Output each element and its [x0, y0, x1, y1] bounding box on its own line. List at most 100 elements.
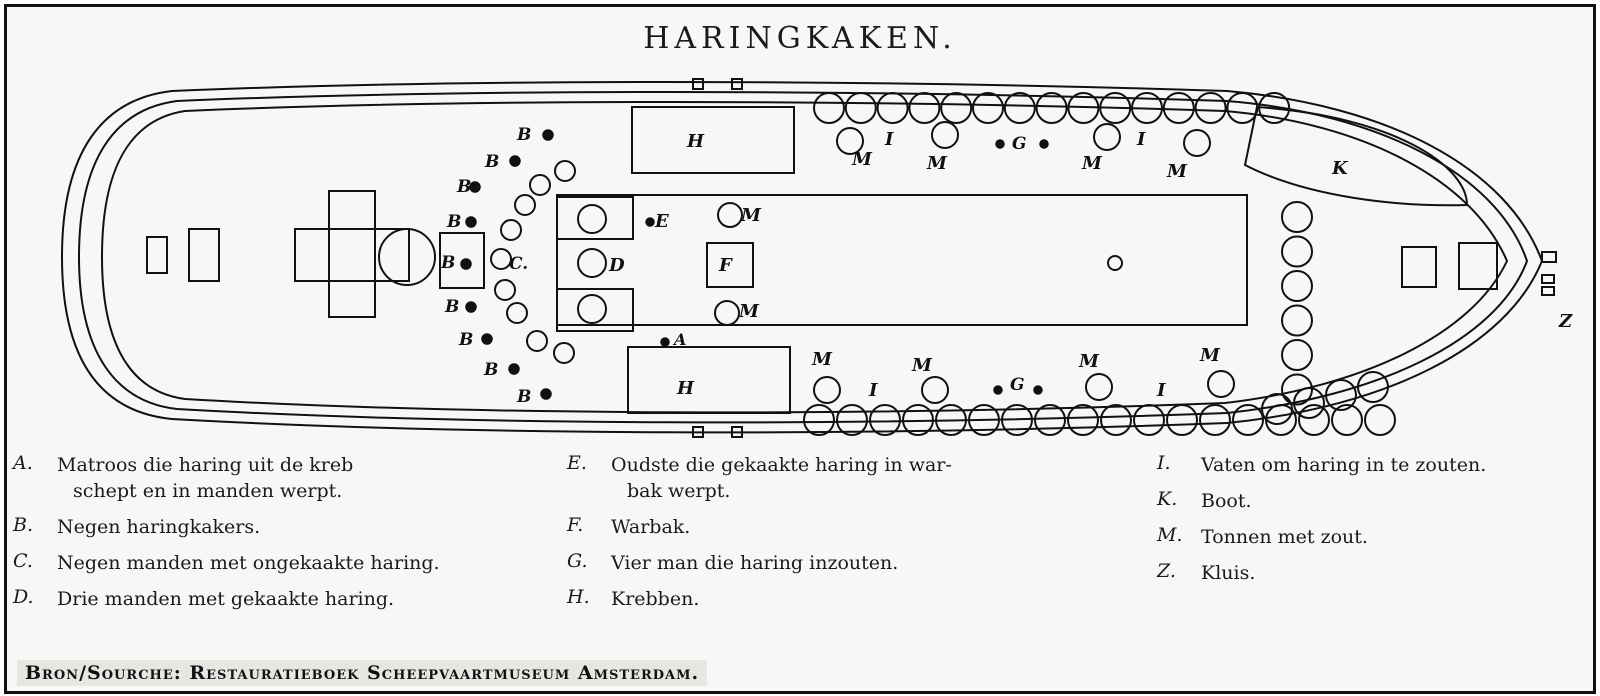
basket: [553, 342, 575, 364]
label-f: F: [718, 255, 733, 276]
label-i: I: [1156, 380, 1166, 401]
barrel: [1131, 92, 1163, 124]
label-i: I: [868, 380, 878, 401]
legend-item-h: H. Krebben.: [567, 586, 952, 612]
barrel: [876, 92, 909, 124]
crew-marker: [993, 385, 1003, 395]
barrels-and-baskets: [490, 92, 1396, 436]
label-m: M: [811, 349, 833, 370]
basket: [554, 160, 576, 182]
barrel: [1166, 404, 1198, 436]
label-b: B: [516, 387, 531, 407]
barrel: [1281, 339, 1313, 371]
label-b: B: [483, 360, 498, 380]
salt-tub: [813, 376, 841, 404]
barrel: [1001, 404, 1033, 436]
crew-marker: [481, 333, 493, 345]
barrel: [1035, 92, 1068, 124]
label-z: Z: [1558, 311, 1573, 332]
boat-outline: [1243, 105, 1469, 207]
barrel: [1331, 404, 1363, 436]
barrel: [1281, 201, 1313, 233]
barrel: [1199, 404, 1231, 436]
basket: [494, 279, 516, 301]
barrel: [1293, 387, 1325, 419]
legend-item-g: G. Vier man die haring inzouten.: [567, 550, 952, 576]
legend-key: E.: [567, 452, 587, 474]
legend-text: Vaten om haring in te zouten.: [1201, 454, 1487, 476]
barrel: [1232, 404, 1264, 436]
legend-key: G.: [567, 550, 588, 572]
barrel: [1067, 404, 1099, 436]
barrel: [1067, 92, 1100, 124]
crew-marker: [465, 301, 477, 313]
legend-column-1: A. Matroos die haring uit de kreb schept…: [13, 452, 440, 622]
basket: [490, 248, 512, 270]
salt-tub: [714, 300, 740, 326]
crew-markers: [460, 129, 1049, 400]
barrel: [940, 92, 973, 124]
barrel: [935, 404, 967, 436]
barrel: [1226, 92, 1259, 124]
legend-key: H.: [567, 586, 590, 608]
label-k: K: [1331, 158, 1349, 179]
source-caption: Bron/Sourche: Restauratieboek Scheepvaar…: [17, 660, 708, 686]
basket-gutted: [577, 294, 607, 324]
barrel: [902, 404, 934, 436]
crew-marker: [645, 217, 655, 227]
barrel: [1034, 404, 1066, 436]
crew-marker: [540, 388, 552, 400]
legend-text: Oudste die gekaakte haring in war-: [611, 454, 952, 476]
legend-item-e: E. Oudste die gekaakte haring in war- ba…: [567, 452, 952, 504]
deck-fittings: [146, 105, 1498, 414]
legend-item-i: I. Vaten om haring in te zouten.: [1157, 452, 1486, 478]
legend-text: Warbak.: [611, 516, 691, 538]
barrel: [1281, 373, 1313, 406]
legend-text: schept en in manden werpt.: [73, 480, 343, 502]
legend-text: Vier man die haring inzouten.: [611, 552, 899, 574]
label-m: M: [911, 355, 933, 376]
ship-deck-plan: B B B B B B B B B C. D E F A H H K Z G G…: [60, 78, 1573, 438]
krebben-top: [631, 106, 795, 174]
label-d: D: [608, 255, 625, 276]
crew-marker: [1033, 385, 1043, 395]
barrel: [1357, 371, 1389, 403]
barrel: [1325, 379, 1357, 411]
legend-column-2: E. Oudste die gekaakte haring in war- ba…: [567, 452, 952, 622]
barrel: [1099, 92, 1132, 124]
label-c: C.: [509, 254, 528, 274]
legend-key: I.: [1157, 452, 1171, 474]
label-m: M: [926, 153, 948, 174]
legend-key: M.: [1157, 524, 1183, 546]
legend-key: B.: [13, 514, 34, 536]
salt-tub: [1207, 370, 1235, 398]
basket-gutted: [577, 204, 607, 234]
barrel: [803, 404, 835, 436]
label-b: B: [458, 330, 473, 350]
barrel: [1258, 92, 1291, 124]
barrel: [1281, 270, 1313, 302]
label-b: B: [444, 297, 459, 317]
label-g: G: [1012, 134, 1027, 154]
legend-item-k: K. Boot.: [1157, 488, 1486, 514]
legend-item-d: D. Drie manden met gekaakte haring.: [13, 586, 440, 612]
basket-gutted: [577, 248, 607, 278]
crew-marker: [508, 363, 520, 375]
legend-text: Boot.: [1201, 490, 1252, 512]
barrel: [1298, 404, 1330, 436]
legend-key: D.: [13, 586, 34, 608]
salt-tub: [1093, 123, 1121, 151]
barrel: [1100, 404, 1132, 436]
salt-tub: [921, 376, 949, 404]
label-e: E: [654, 211, 669, 232]
basket: [500, 219, 522, 241]
legend-text: Kluis.: [1201, 562, 1256, 584]
crew-marker: [469, 181, 481, 193]
legend-text: Negen haringkakers.: [57, 516, 261, 538]
salt-tub: [836, 127, 864, 155]
label-m: M: [740, 205, 762, 226]
label-b: B: [440, 253, 455, 273]
salt-tub: [717, 202, 743, 228]
diagram-frame: HARINGKAKEN.: [4, 4, 1596, 694]
legend-key: C.: [13, 550, 33, 572]
